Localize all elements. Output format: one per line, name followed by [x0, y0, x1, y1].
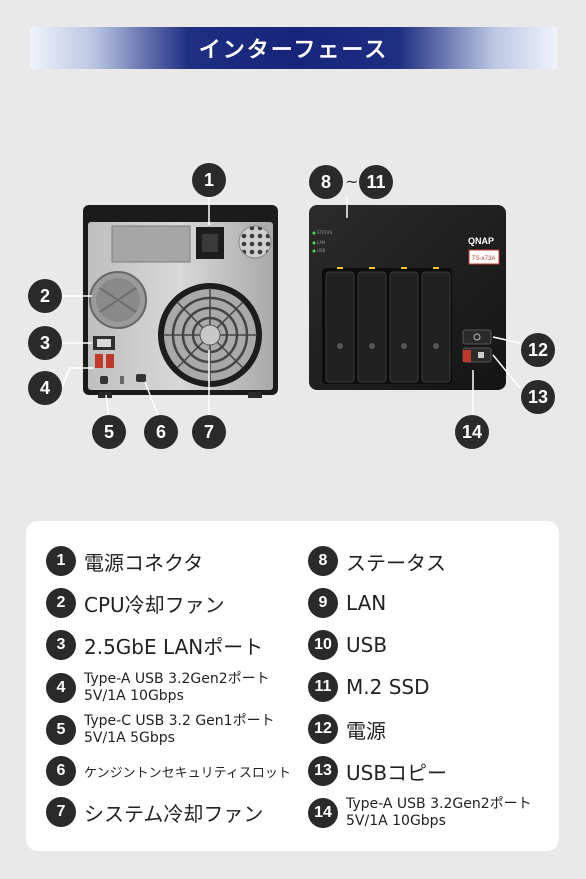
- callout-12: 12: [521, 333, 555, 367]
- svg-text:STATUS: STATUS: [317, 230, 332, 235]
- legend-number: 3: [46, 630, 76, 660]
- legend-label-line1: Type-A USB 3.2Gen2ポート: [84, 671, 270, 687]
- legend-item-11: 11 M.2 SSD: [308, 672, 430, 702]
- legend-item-13: 13 USBコピー: [308, 756, 447, 786]
- legend-number: 8: [308, 546, 338, 576]
- legend-item-12: 12 電源: [308, 714, 386, 744]
- legend-item-5: 5 Type-C USB 3.2 Gen1ポート 5V/1A 5Gbps: [46, 713, 275, 747]
- legend-number: 6: [46, 756, 76, 786]
- nas-front-view: STATUS LAN USB QNAP TS-x73A: [309, 205, 521, 418]
- legend-item-10: 10 USB: [308, 630, 387, 660]
- legend-label: 2.5GbE LANポート: [84, 634, 264, 659]
- callout-13: 13: [521, 380, 555, 414]
- legend-number: 12: [308, 714, 338, 744]
- legend-item-7: 7 システム冷却ファン: [46, 797, 263, 827]
- legend-label: ケンジントンセキュリティスロット: [84, 765, 291, 781]
- svg-text:QNAP: QNAP: [468, 236, 494, 246]
- legend-item-4: 4 Type-A USB 3.2Gen2ポート 5V/1A 10Gbps: [46, 671, 270, 705]
- legend-item-8: 8 ステータス: [308, 546, 446, 576]
- callout-4: 4: [28, 371, 62, 405]
- svg-text:USB: USB: [317, 248, 325, 253]
- legend-number: 1: [46, 546, 76, 576]
- legend-number: 5: [46, 715, 76, 745]
- callout-3: 3: [28, 326, 62, 360]
- legend-item-9: 9 LAN: [308, 588, 386, 618]
- legend-number: 2: [46, 588, 76, 618]
- legend-label: Type-C USB 3.2 Gen1ポート 5V/1A 5Gbps: [84, 713, 275, 747]
- legend-item-2: 2 CPU冷却ファン: [46, 588, 225, 618]
- legend-label-line1: Type-A USB 3.2Gen2ポート: [346, 796, 532, 812]
- callout-5: 5: [92, 415, 126, 449]
- callout-6: 6: [144, 415, 178, 449]
- legend-number: 7: [46, 797, 76, 827]
- nas-rear-view: [83, 205, 278, 398]
- legend-item-1: 1 電源コネクタ: [46, 546, 203, 576]
- legend-number: 14: [308, 798, 338, 828]
- legend-item-6: 6 ケンジントンセキュリティスロット: [46, 756, 291, 786]
- callout-2: 2: [28, 279, 62, 313]
- legend-number: 4: [46, 673, 76, 703]
- legend-number: 13: [308, 756, 338, 786]
- device-illustration: STATUS LAN USB QNAP TS-x73A: [61, 197, 521, 419]
- callout-1: 1: [192, 163, 226, 197]
- legend-label: ステータス: [346, 550, 446, 575]
- legend-label: CPU冷却ファン: [84, 592, 225, 617]
- legend-label-line2: 5V/1A 10Gbps: [346, 813, 446, 829]
- legend-label: LAN: [346, 591, 387, 615]
- callout-8: 8: [309, 165, 343, 199]
- legend-label: USBコピー: [346, 760, 448, 785]
- legend-label: 電源: [346, 718, 386, 743]
- legend-label: M.2 SSD: [346, 675, 430, 699]
- legend-label-line2: 5V/1A 10Gbps: [84, 688, 184, 704]
- title-banner: インターフェース: [30, 27, 557, 69]
- legend-item-3: 3 2.5GbE LANポート: [46, 630, 263, 660]
- legend-label-line2: 5V/1A 5Gbps: [84, 730, 175, 746]
- callout-14: 14: [455, 415, 489, 449]
- legend-label: Type-A USB 3.2Gen2ポート 5V/1A 10Gbps: [84, 671, 270, 705]
- legend-label: USB: [346, 633, 388, 657]
- rear-callout-lines: [61, 197, 348, 419]
- legend-number: 10: [308, 630, 338, 660]
- banner-title: インターフェース: [198, 38, 389, 63]
- legend-label-line1: Type-C USB 3.2 Gen1ポート: [84, 713, 275, 729]
- callout-11: 11: [359, 165, 393, 199]
- legend-label: 電源コネクタ: [84, 550, 204, 575]
- legend-number: 11: [308, 672, 338, 702]
- legend-panel: 1 電源コネクタ 2 CPU冷却ファン 3 2.5GbE LANポート 4 Ty…: [26, 521, 559, 851]
- callout-range-tilde: ~: [345, 172, 359, 191]
- svg-text:LAN: LAN: [317, 240, 325, 245]
- legend-label: システム冷却ファン: [84, 801, 264, 826]
- legend-label: Type-A USB 3.2Gen2ポート 5V/1A 10Gbps: [346, 796, 532, 830]
- callout-7: 7: [192, 415, 226, 449]
- legend-number: 9: [308, 588, 338, 618]
- legend-item-14: 14 Type-A USB 3.2Gen2ポート 5V/1A 10Gbps: [308, 796, 532, 830]
- svg-text:TS-x73A: TS-x73A: [472, 256, 495, 262]
